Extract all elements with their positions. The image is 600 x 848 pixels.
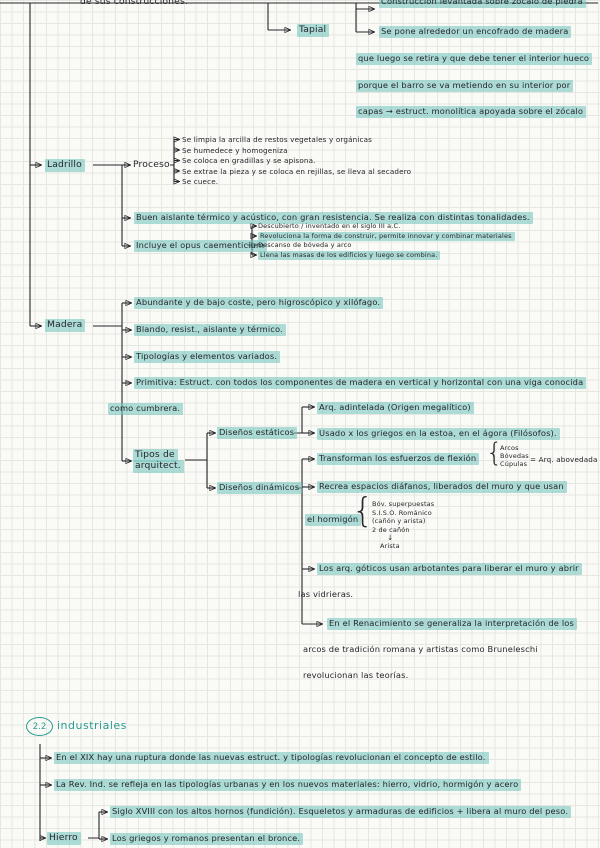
opus-label: Incluye el opus caementicium xyxy=(134,240,268,252)
proceso-step-4: Se extrae la pieza y se coloca en rejill… xyxy=(182,166,412,176)
madera-note-1: Abundante y de bajo coste, pero higroscó… xyxy=(134,297,384,309)
section-title: industriales xyxy=(57,719,127,732)
proceso-step-3: Se coloca en gradillas y se apisona. xyxy=(182,156,316,165)
madera-note-2: Blando, resist., aislante y térmico. xyxy=(134,324,286,336)
hierro-note-1: Siglo XVIII con los altos hornos (fundic… xyxy=(110,806,572,818)
recrea-note: Recrea espacios diáfanos, liberados del … xyxy=(317,481,567,493)
flexion-list-3: Cúpulas xyxy=(500,460,528,468)
proceso-step-2: Se humedece y homogeniza xyxy=(182,145,288,155)
goticos-note-a: Los arq. góticos usan arbotantes para li… xyxy=(317,563,582,575)
tipos-label-line-2: arquitect. xyxy=(133,460,184,473)
madera-note-3: Tipologías y elementos variados. xyxy=(134,351,281,363)
renacimiento-note-a: En el Renacimiento se generaliza la inte… xyxy=(327,618,577,630)
madera-label: Madera xyxy=(45,319,86,332)
section-number-badge: 2.2 xyxy=(26,717,53,736)
hormigon-list-1: Bóv. superpuestas xyxy=(372,500,435,508)
renacimiento-note-b: arcos de tradición romana y artistas com… xyxy=(303,644,538,654)
flexion-brace: { xyxy=(486,438,503,468)
renacimiento-note-c: revolucionan las teorías. xyxy=(303,670,409,680)
tapial-line-4: porque el barro se va metiendo en su int… xyxy=(356,80,574,92)
opus-note-3: Descanso de bóveda y arco xyxy=(258,241,352,249)
flexion-result: = Arq. abovedada xyxy=(530,455,598,464)
estaticos-label: Diseños estáticos xyxy=(217,427,298,439)
down-arrow-icon: ↓ xyxy=(387,533,394,542)
tapial-label: Tapial xyxy=(297,24,330,37)
goticos-note-b: las vidrieras. xyxy=(298,589,354,599)
opus-note-1: Descubierto / inventado en el siglo III … xyxy=(258,222,401,230)
flexion-note: Transforman los esfuerzos de flexión xyxy=(317,453,480,465)
dinamicos-label: Diseños dinámicos xyxy=(217,482,303,494)
tapial-line-3: que luego se retira y que debe tener el … xyxy=(356,53,593,65)
hierro-label: Hierro xyxy=(47,832,81,845)
tapial-line-1: Construcción levantada sobre zócalo de p… xyxy=(379,0,586,8)
flexion-list-2: Bóvedas xyxy=(500,452,529,460)
hormigon-brace: { xyxy=(352,491,374,531)
ladrillo-label: Ladrillo xyxy=(45,159,85,172)
hormigon-list-4: 2 de cañón xyxy=(372,525,410,534)
estaticos-item-1: Arq. adintelada (Origen megalítico) xyxy=(317,402,474,414)
hormigon-note: el hormigón xyxy=(305,514,362,526)
opus-note-2: Revoluciona la forma de construir, permi… xyxy=(258,231,515,241)
hormigon-list-3: (cañón y arista) xyxy=(372,517,426,525)
madera-note-4a: Primitiva: Estruct. con todos los compon… xyxy=(134,377,587,389)
ladrillo-aislante-note: Buen aislante térmico y acústico, con gr… xyxy=(134,212,533,224)
tapial-line-2: Se pone alrededor un encofrado de madera xyxy=(379,26,572,38)
industriales-note-1: En el XIX hay una ruptura donde las nuev… xyxy=(54,752,489,764)
madera-note-4b: como cumbrera. xyxy=(108,403,184,415)
hierro-note-2: Los griegos y romanos presentan el bronc… xyxy=(110,833,304,845)
top-fragment-text: de sus construcciones. xyxy=(80,0,188,7)
opus-note-4: Llena las masas de los edificios y luego… xyxy=(258,250,441,260)
hormigon-list-2: S.I.S.O. Románico xyxy=(372,508,432,517)
flexion-list-1: Arcos xyxy=(500,444,519,452)
proceso-step-1: Se limpia la arcilla de restos vegetales… xyxy=(182,135,373,144)
proceso-step-5: Se cuece. xyxy=(182,177,219,186)
industriales-note-2: La Rev. Ind. se refleja en las tipología… xyxy=(54,779,522,791)
hormigon-extra: Arista xyxy=(380,542,400,550)
tapial-line-5: capas → estruct. monolítica apoyada sobr… xyxy=(356,106,587,118)
proceso-label: Proceso xyxy=(133,159,170,170)
estaticos-item-2: Usado x los griegos en la estoa, en el á… xyxy=(317,428,560,440)
tipos-label-line-1: Tipos de xyxy=(133,449,178,462)
